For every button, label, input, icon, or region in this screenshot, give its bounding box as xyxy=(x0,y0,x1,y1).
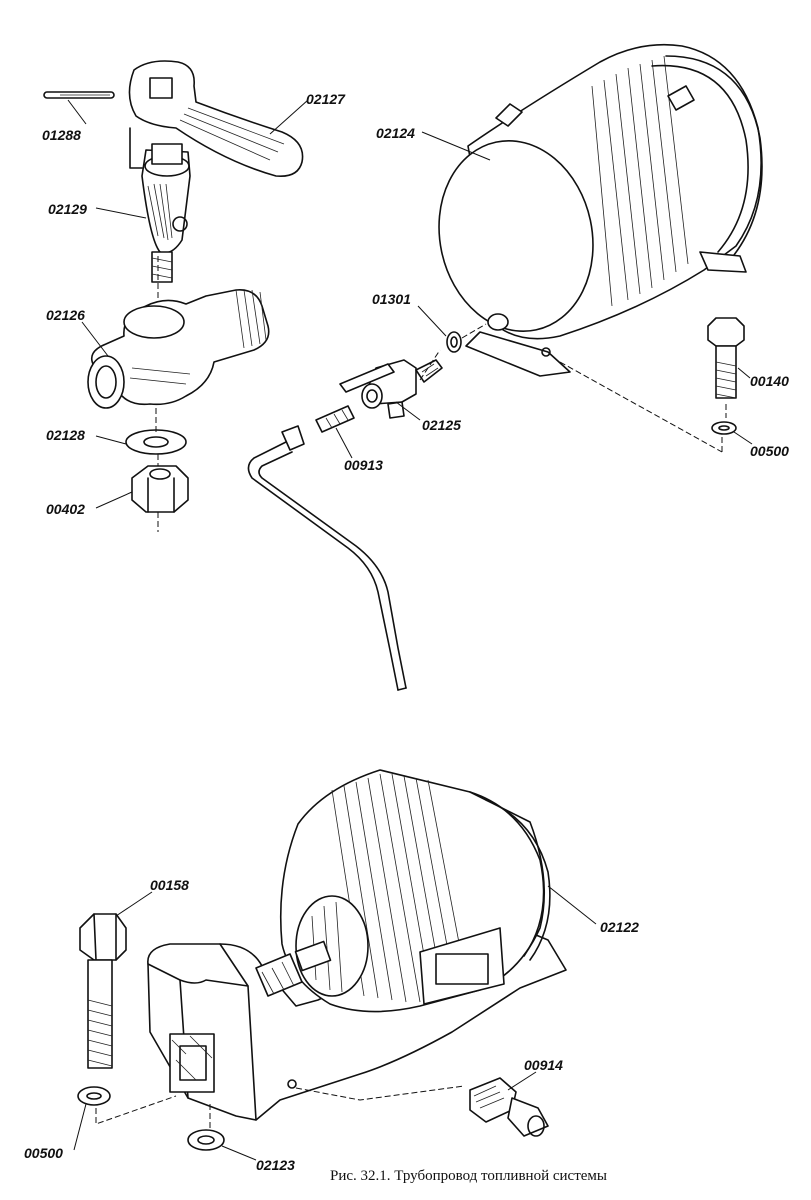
label-02122: 02122 xyxy=(600,919,639,935)
label-01288: 01288 xyxy=(42,127,81,143)
label-00914: 00914 xyxy=(524,1057,563,1073)
label-02127: 02127 xyxy=(306,91,346,107)
label-00500-top: 00500 xyxy=(750,443,789,459)
label-01301: 01301 xyxy=(372,291,411,307)
washer-02123 xyxy=(187,1129,225,1151)
bolt-00140 xyxy=(707,317,745,399)
washer-02128 xyxy=(125,429,187,455)
body-02126 xyxy=(87,289,270,409)
pin-01288 xyxy=(43,91,115,99)
plug-02129 xyxy=(129,127,191,283)
label-00158: 00158 xyxy=(150,877,189,893)
bolt-00158 xyxy=(79,913,127,1069)
handle-02127 xyxy=(128,60,304,178)
label-02129: 02129 xyxy=(48,201,87,217)
label-02123: 02123 xyxy=(256,1157,295,1173)
label-00140: 00140 xyxy=(750,373,789,389)
assembly-axis-right xyxy=(419,323,727,453)
label-00500-bottom: 00500 xyxy=(24,1145,63,1161)
fitting-00913 xyxy=(315,405,355,433)
label-02124: 02124 xyxy=(376,125,415,141)
lock-washer-00500-bottom xyxy=(77,1086,111,1106)
figure-caption: Рис. 32.1. Трубопровод топливной системы xyxy=(330,1168,607,1184)
label-02125: 02125 xyxy=(422,417,461,433)
part-labels: 01288 02127 02129 02126 02128 00402 0212… xyxy=(24,91,789,1173)
fuel-pipe xyxy=(247,425,407,691)
fitting-00914 xyxy=(469,1077,549,1137)
nut-00402 xyxy=(131,465,189,513)
label-00402: 00402 xyxy=(46,501,85,517)
assembly-axis-bottom xyxy=(95,1085,465,1130)
label-00913: 00913 xyxy=(344,457,383,473)
pump-assembly-02122 xyxy=(147,769,567,1121)
label-02128: 02128 xyxy=(46,427,85,443)
leader-lines xyxy=(67,99,753,1161)
filter-housing-02124 xyxy=(438,43,763,377)
tap-02125 xyxy=(339,359,443,419)
assembly-axis-left xyxy=(155,256,159,532)
seal-01301 xyxy=(446,331,462,353)
label-02126: 02126 xyxy=(46,307,85,323)
lock-washer-00500-top xyxy=(711,421,737,435)
